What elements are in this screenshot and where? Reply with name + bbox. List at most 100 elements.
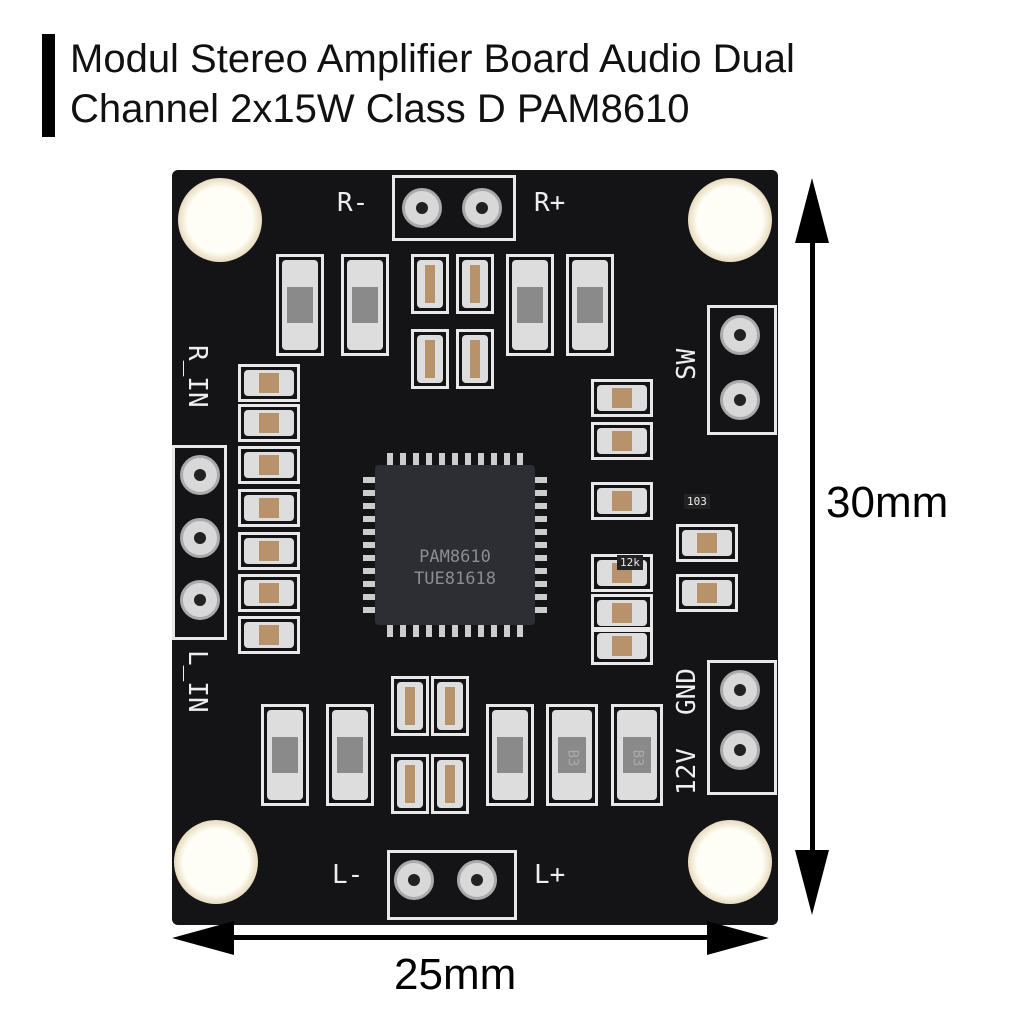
chip-pin bbox=[517, 453, 523, 465]
label-l-in: L_IN bbox=[182, 650, 212, 713]
smd-capacitor bbox=[244, 580, 294, 606]
smd-capacitor bbox=[682, 580, 732, 606]
component-outline bbox=[238, 489, 300, 527]
component-outline bbox=[676, 574, 738, 612]
chip-pin bbox=[363, 529, 375, 535]
chip-pin bbox=[413, 625, 419, 637]
chip-pin bbox=[413, 453, 419, 465]
component-outline bbox=[238, 532, 300, 570]
r-out-connector-box bbox=[392, 175, 516, 241]
height-dimension-line bbox=[810, 195, 815, 895]
chip-pin bbox=[363, 503, 375, 509]
chip-pin bbox=[363, 490, 375, 496]
diode-b3: B3 bbox=[629, 749, 646, 767]
title-accent-bar bbox=[42, 34, 55, 137]
chip-pin bbox=[426, 453, 432, 465]
l-out-connector-box bbox=[387, 850, 517, 920]
smd-capacitor bbox=[437, 760, 463, 808]
smd-capacitor bbox=[244, 622, 294, 648]
smd-capacitor bbox=[437, 682, 463, 730]
r-plus-pad bbox=[462, 188, 502, 228]
product-title: Modul Stereo Amplifier Board Audio Dual … bbox=[70, 34, 795, 134]
smd-capacitor bbox=[597, 633, 647, 659]
switch-connector-box bbox=[707, 305, 777, 435]
smd-capacitor bbox=[397, 760, 423, 808]
component-outline bbox=[591, 422, 653, 460]
arrow-down-icon bbox=[795, 850, 829, 915]
diode-b3: B3 bbox=[564, 749, 581, 767]
r-in-pad bbox=[180, 455, 220, 495]
inductor-cap bbox=[282, 260, 318, 350]
smd-capacitor bbox=[244, 370, 294, 396]
component-outline bbox=[611, 704, 663, 806]
label-l-minus: L- bbox=[332, 860, 364, 890]
chip-pin bbox=[387, 453, 393, 465]
arrow-up-icon bbox=[795, 178, 829, 243]
component-outline bbox=[591, 627, 653, 665]
component-outline bbox=[591, 379, 653, 417]
smd-capacitor bbox=[244, 452, 294, 478]
chip-pin bbox=[491, 453, 497, 465]
inductor-cap bbox=[347, 260, 383, 350]
width-label: 25mm bbox=[394, 950, 517, 999]
title-line-2: Channel 2x15W Class D PAM8610 bbox=[70, 87, 690, 131]
component-outline bbox=[411, 329, 449, 389]
label-gnd: GND bbox=[672, 668, 702, 715]
inductor-cap bbox=[572, 260, 608, 350]
amplifier-board: R- R+ L- L+ R_IN L_IN SW GND 12V PAM8610… bbox=[172, 170, 778, 925]
chip-pin bbox=[363, 568, 375, 574]
component-outline bbox=[546, 704, 598, 806]
chip-pin bbox=[363, 555, 375, 561]
inductor-cap bbox=[617, 710, 657, 800]
component-outline bbox=[238, 574, 300, 612]
chip-pin bbox=[535, 477, 547, 483]
chip-pin bbox=[491, 625, 497, 637]
component-outline bbox=[276, 254, 324, 356]
arrow-right-icon bbox=[707, 921, 769, 955]
smd-capacitor bbox=[244, 410, 294, 436]
smd-capacitor bbox=[244, 495, 294, 521]
l-plus-pad bbox=[457, 860, 497, 900]
component-outline bbox=[591, 482, 653, 520]
inductor-cap bbox=[552, 710, 592, 800]
resistor-12k: 12k bbox=[617, 555, 643, 570]
mounting-hole bbox=[178, 178, 262, 262]
chip-pin bbox=[400, 625, 406, 637]
pam8610-chip: PAM8610 TUE81618 bbox=[363, 453, 547, 637]
l-in-pad bbox=[180, 580, 220, 620]
label-l-plus: L+ bbox=[534, 860, 566, 890]
mounting-hole bbox=[688, 178, 772, 262]
chip-pin bbox=[387, 625, 393, 637]
component-outline bbox=[341, 254, 389, 356]
chip-pin bbox=[439, 453, 445, 465]
component-outline bbox=[431, 676, 469, 736]
mounting-hole bbox=[174, 820, 258, 904]
component-outline bbox=[431, 754, 469, 814]
chip-pin bbox=[478, 453, 484, 465]
component-outline bbox=[591, 594, 653, 632]
component-outline bbox=[391, 676, 429, 736]
component-outline bbox=[391, 754, 429, 814]
smd-capacitor bbox=[397, 682, 423, 730]
chip-pin bbox=[504, 453, 510, 465]
chip-batch: TUE81618 bbox=[414, 569, 496, 589]
chip-pin bbox=[400, 453, 406, 465]
power-connector-box bbox=[707, 660, 777, 795]
smd-capacitor bbox=[597, 488, 647, 514]
component-outline bbox=[456, 329, 494, 389]
chip-pin bbox=[465, 453, 471, 465]
chip-pin bbox=[517, 625, 523, 637]
r-minus-pad bbox=[402, 188, 442, 228]
smd-capacitor bbox=[597, 428, 647, 454]
chip-pin bbox=[535, 568, 547, 574]
label-r-plus: R+ bbox=[534, 188, 566, 218]
chip-pin bbox=[535, 490, 547, 496]
component-outline bbox=[261, 704, 309, 806]
smd-capacitor bbox=[417, 260, 443, 308]
component-outline bbox=[676, 524, 738, 562]
component-outline bbox=[486, 704, 534, 806]
component-outline bbox=[238, 446, 300, 484]
smd-capacitor bbox=[244, 538, 294, 564]
title-line-1: Modul Stereo Amplifier Board Audio Dual bbox=[70, 37, 795, 81]
component-outline bbox=[326, 704, 374, 806]
